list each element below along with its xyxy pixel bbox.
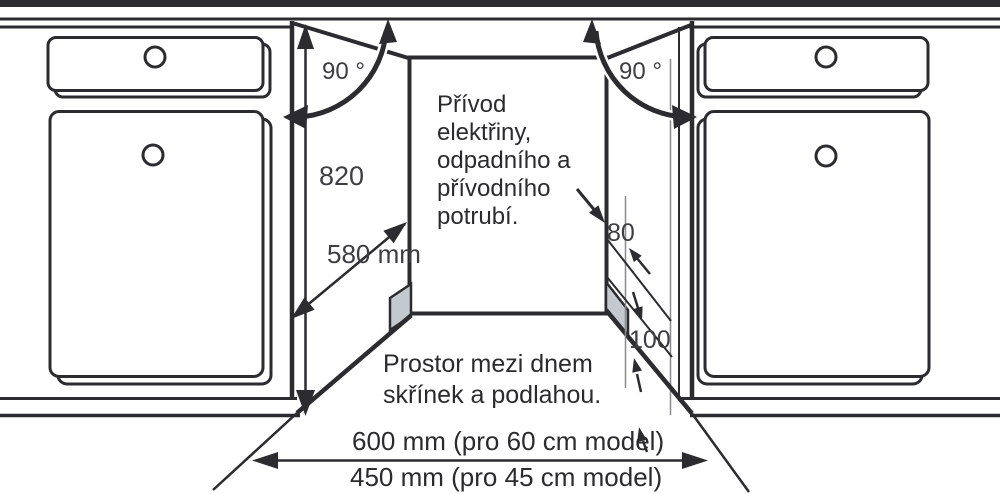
niche-back-wall xyxy=(407,55,609,316)
angle-arrow-right xyxy=(583,19,697,129)
left-cabinet xyxy=(0,21,300,418)
clearance-arrows xyxy=(629,248,651,453)
niche xyxy=(212,21,751,493)
right-cabinet xyxy=(669,21,1000,418)
countertop xyxy=(0,0,1000,29)
width-45cm-label: 450 mm (pro 45 cm model) xyxy=(350,462,663,492)
width-dimension-arrow xyxy=(252,452,708,469)
left-door-knob xyxy=(141,143,165,167)
floor-gap-note: Prostor mezi dnem skřínek a podlahou. xyxy=(383,350,602,409)
angle-label-right: 90 ° xyxy=(619,58,662,85)
angle-arrow-left xyxy=(283,19,397,129)
utilities-pointer-arrow xyxy=(575,188,605,223)
angle-label-left: 90 ° xyxy=(322,58,365,85)
left-drawer-knob xyxy=(143,45,167,69)
depth-dimension-arrow xyxy=(291,222,407,319)
side-clearance-label: 80 xyxy=(607,219,635,247)
width-60cm-label: 600 mm (pro 60 cm model) xyxy=(352,426,665,456)
height-dimension-arrow xyxy=(296,24,315,416)
depth-dimension-label: 580 mm xyxy=(327,239,421,269)
right-door-knob xyxy=(814,144,838,168)
height-dimension-label: 820 xyxy=(319,161,365,191)
right-drawer-knob xyxy=(814,45,838,69)
utilities-note: Přívod elektřiny, odpadního a přívodního… xyxy=(437,91,571,230)
bottom-clearance-label: 100 xyxy=(629,326,671,354)
